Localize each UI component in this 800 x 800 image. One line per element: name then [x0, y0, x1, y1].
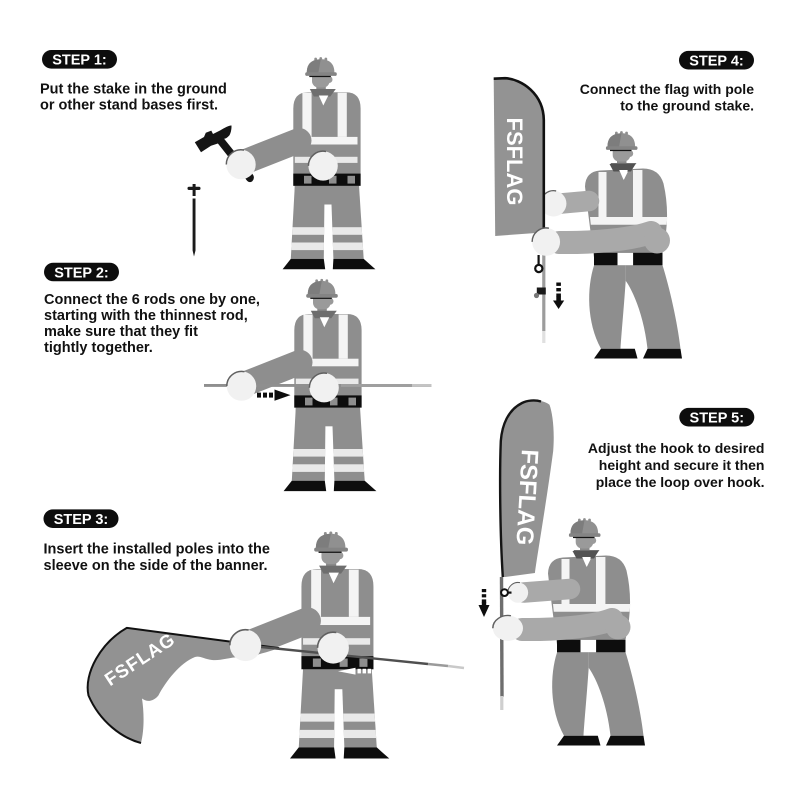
- svg-text:starting with the thinnest rod: starting with the thinnest rod,: [44, 308, 248, 324]
- svg-text:Connect the 6 rods one by one,: Connect the 6 rods one by one,: [44, 292, 260, 308]
- svg-text:place the loop over hook.: place the loop over hook.: [596, 474, 765, 490]
- svg-text:to the ground stake.: to the ground stake.: [620, 98, 754, 114]
- svg-text:or other stand bases first.: or other stand bases first.: [40, 98, 218, 114]
- svg-text:Insert the installed poles int: Insert the installed poles into the: [44, 542, 270, 558]
- svg-text:STEP 3:: STEP 3:: [54, 512, 109, 528]
- svg-text:STEP 4:: STEP 4:: [689, 54, 744, 70]
- svg-text:STEP 2:: STEP 2:: [54, 265, 109, 281]
- svg-text:FSFLAG: FSFLAG: [510, 449, 542, 546]
- svg-text:STEP 5:: STEP 5:: [690, 411, 745, 427]
- svg-text:height and secure it then: height and secure it then: [599, 457, 765, 473]
- svg-text:Adjust the hook to desired: Adjust the hook to desired: [588, 440, 765, 456]
- svg-text:Connect the flag with pole: Connect the flag with pole: [580, 81, 754, 97]
- svg-text:tightly together.: tightly together.: [44, 340, 153, 356]
- svg-text:FSFLAG: FSFLAG: [502, 118, 527, 206]
- svg-text:make sure that they fit: make sure that they fit: [44, 324, 198, 340]
- svg-text:sleeve on the side of the bann: sleeve on the side of the banner.: [44, 558, 268, 574]
- svg-text:STEP 1:: STEP 1:: [52, 53, 107, 69]
- svg-text:Put the stake in the ground: Put the stake in the ground: [40, 82, 227, 98]
